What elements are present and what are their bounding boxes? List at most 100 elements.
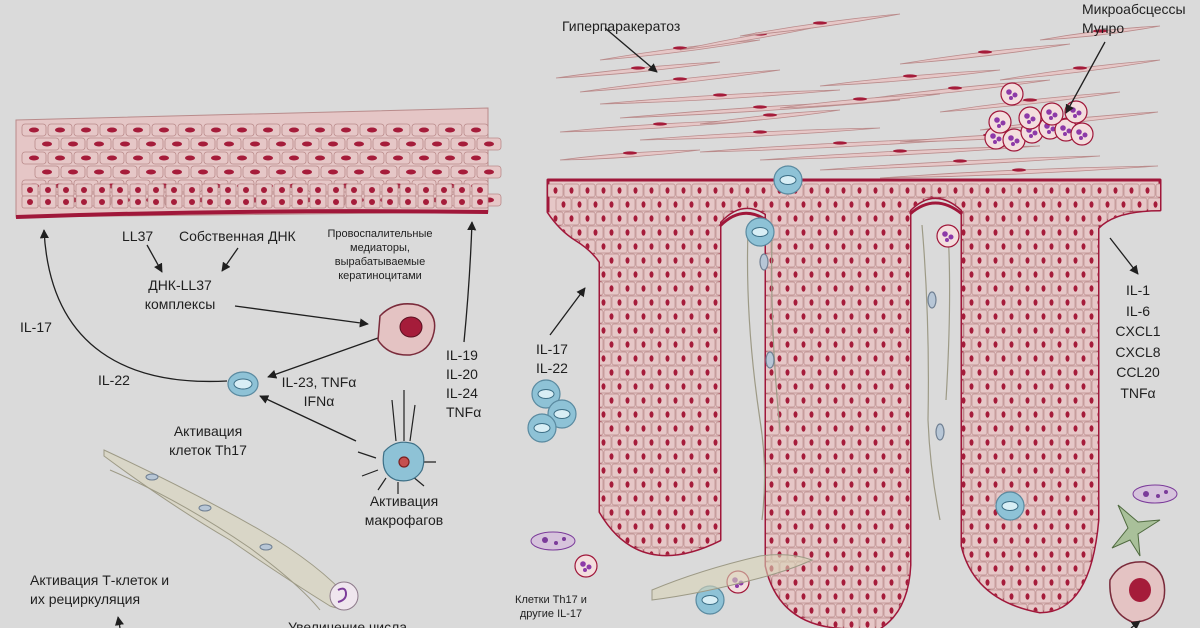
neutrophil-lobe bbox=[1006, 89, 1012, 95]
neutrophil-lobe bbox=[1050, 126, 1056, 132]
cell bbox=[747, 365, 764, 380]
nucleus bbox=[1129, 187, 1134, 194]
nucleus bbox=[189, 187, 195, 193]
cell bbox=[939, 589, 956, 604]
nucleus bbox=[857, 271, 862, 278]
nucleus bbox=[315, 199, 321, 205]
nucleus bbox=[809, 523, 814, 530]
nucleus bbox=[865, 369, 870, 376]
nucleus bbox=[577, 369, 582, 376]
nucleus bbox=[1065, 579, 1070, 586]
nucleus bbox=[623, 151, 637, 155]
nucleus bbox=[737, 537, 742, 544]
nucleus bbox=[721, 313, 726, 320]
nucleus bbox=[705, 257, 710, 264]
nucleus bbox=[649, 187, 654, 194]
nucleus bbox=[1162, 607, 1166, 613]
cell bbox=[923, 309, 940, 324]
nucleus bbox=[171, 199, 177, 205]
nucleus bbox=[833, 621, 838, 628]
nucleus bbox=[793, 299, 798, 306]
cell bbox=[747, 505, 764, 520]
nucleus bbox=[569, 215, 574, 222]
nucleus bbox=[721, 201, 726, 208]
cell bbox=[571, 337, 588, 352]
nucleus bbox=[853, 97, 867, 101]
cell bbox=[1107, 491, 1124, 506]
cell bbox=[1164, 226, 1179, 239]
nucleus bbox=[729, 495, 734, 502]
nucleus bbox=[641, 425, 646, 432]
nucleus bbox=[969, 299, 974, 306]
nucleus bbox=[753, 509, 758, 516]
nucleus bbox=[961, 201, 966, 208]
nucleus bbox=[1105, 621, 1110, 628]
nucleus bbox=[969, 187, 974, 194]
cell bbox=[1099, 505, 1116, 520]
nucleus bbox=[785, 397, 790, 404]
nucleus bbox=[785, 201, 790, 208]
nucleus bbox=[993, 565, 998, 572]
nucleus bbox=[841, 467, 846, 474]
cell bbox=[1091, 603, 1108, 618]
cell bbox=[723, 519, 740, 534]
immune-cells-misc bbox=[530, 484, 1178, 623]
nucleus bbox=[633, 187, 638, 194]
nucleus bbox=[921, 411, 926, 418]
cell bbox=[1139, 239, 1156, 254]
nucleus bbox=[921, 355, 926, 362]
cell bbox=[603, 617, 620, 628]
nucleus bbox=[937, 215, 942, 222]
nucleus bbox=[729, 523, 734, 530]
nucleus bbox=[135, 199, 141, 205]
nucleus bbox=[1001, 579, 1006, 586]
nucleus bbox=[641, 537, 646, 544]
cell bbox=[723, 267, 740, 282]
nucleus bbox=[94, 169, 104, 175]
nucleus bbox=[1025, 313, 1030, 320]
nucleus bbox=[953, 467, 958, 474]
nucleus bbox=[585, 299, 590, 306]
cell bbox=[1099, 477, 1116, 492]
nucleus bbox=[729, 243, 734, 250]
nucleus bbox=[42, 169, 52, 175]
nucleus bbox=[833, 425, 838, 432]
nucleus bbox=[857, 495, 862, 502]
nucleus bbox=[1017, 271, 1022, 278]
nucleus bbox=[289, 127, 299, 133]
cell bbox=[555, 477, 572, 492]
nucleus bbox=[657, 257, 662, 264]
cell bbox=[555, 505, 572, 520]
cell bbox=[563, 463, 580, 478]
cell bbox=[939, 505, 956, 520]
neutrophil-lobe bbox=[1014, 138, 1020, 144]
nucleus bbox=[785, 369, 790, 376]
nucleus bbox=[68, 169, 78, 175]
nucleus bbox=[705, 313, 710, 320]
nucleus bbox=[617, 271, 622, 278]
nucleus bbox=[585, 383, 590, 390]
nucleus bbox=[841, 551, 846, 558]
nucleus bbox=[809, 299, 814, 306]
neutrophil-lobe bbox=[1070, 107, 1076, 113]
nucleus bbox=[1057, 593, 1062, 600]
nucleus bbox=[1057, 621, 1062, 628]
nucleus bbox=[569, 243, 574, 250]
nucleus bbox=[601, 271, 606, 278]
cell bbox=[715, 337, 732, 352]
nucleus bbox=[423, 199, 429, 205]
nucleus bbox=[593, 537, 598, 544]
nucleus bbox=[689, 425, 694, 432]
nucleus bbox=[903, 74, 917, 78]
nucleus bbox=[649, 271, 654, 278]
nucleus bbox=[769, 341, 774, 348]
nucleus bbox=[1073, 397, 1078, 404]
nucleus bbox=[953, 607, 958, 614]
nucleus bbox=[1081, 523, 1086, 530]
nucleus bbox=[405, 199, 411, 205]
nucleus bbox=[553, 495, 558, 502]
nucleus bbox=[1001, 551, 1006, 558]
cell bbox=[923, 505, 940, 520]
nucleus bbox=[673, 481, 678, 488]
nucleus bbox=[993, 257, 998, 264]
